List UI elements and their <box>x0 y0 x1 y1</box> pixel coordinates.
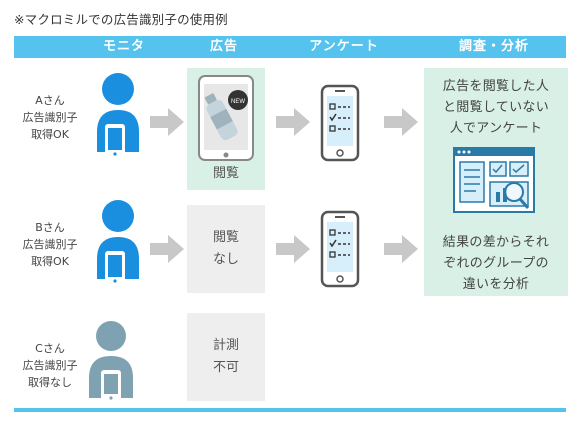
ad-not-viewed-line: なし <box>212 252 239 267</box>
arrow-right-icon <box>384 235 418 263</box>
ad-unmeasurable-label: 計測 不可 <box>187 335 265 379</box>
monitor-c-name: Cさん <box>35 342 65 355</box>
person-head <box>102 200 134 232</box>
ad-unmeasurable-line: 不可 <box>212 360 239 375</box>
monitor-c-id-label: 広告識別子 <box>22 359 78 372</box>
analysis-window-icon <box>453 147 535 213</box>
person-c-icon <box>89 321 133 402</box>
monitor-c-label: Cさん 広告識別子 取得なし <box>10 340 90 391</box>
analysis-bottom-text: 結果の差からそれ ぞれのグループの 違いを分析 <box>424 232 568 295</box>
ad-not-viewed-line: 閲覧 <box>212 230 239 245</box>
ad-panel-not-viewed <box>187 205 265 293</box>
bottom-divider <box>14 408 566 412</box>
smartphone-icon <box>105 124 125 158</box>
arrow-right-icon <box>276 235 310 263</box>
ad-not-viewed-label: 閲覧 なし <box>187 227 265 271</box>
monitor-b-label: Bさん 広告識別子 取得OK <box>10 219 90 270</box>
checklist-phone-icon <box>320 210 360 288</box>
analysis-top-text: 広告を閲覧した人 と閲覧していない 人でアンケート <box>424 76 568 139</box>
person-head <box>102 73 134 105</box>
ad-unmeasurable-line: 計測 <box>212 338 239 353</box>
figure-caption: ※マクロミルでの広告識別子の使用例 <box>14 12 228 27</box>
monitor-a-id-status: 取得OK <box>31 128 69 141</box>
person-a-icon <box>97 73 139 158</box>
arrow-right-icon <box>384 108 418 136</box>
analysis-bottom-line: 違いを分析 <box>462 277 530 292</box>
person-head <box>96 321 126 351</box>
analysis-bottom-line: ぞれのグループの <box>443 256 549 271</box>
smartphone-icon <box>101 370 121 402</box>
ad-panel-unmeasurable <box>187 313 265 401</box>
arrow-right-icon <box>150 235 184 263</box>
analysis-top-line: と閲覧していない <box>442 100 549 115</box>
checklist-phone-icon <box>320 84 360 162</box>
monitor-b-name: Bさん <box>35 221 65 234</box>
bottle-ad-icon: NEW <box>198 75 254 161</box>
header-survey: アンケート <box>309 39 379 54</box>
monitor-c-id-status: 取得なし <box>28 376 72 389</box>
arrow-right-icon <box>150 108 184 136</box>
monitor-a-id-label: 広告識別子 <box>22 111 78 124</box>
arrow-right-icon <box>276 108 310 136</box>
header-monitor: モニタ <box>102 39 145 54</box>
monitor-b-id-status: 取得OK <box>31 255 69 268</box>
header-ad: 広告 <box>209 39 238 54</box>
analysis-bottom-line: 結果の差からそれ <box>442 235 550 250</box>
ad-viewed-label: 閲覧 <box>212 166 239 181</box>
monitor-a-label: Aさん 広告識別子 取得OK <box>10 92 90 143</box>
monitor-b-id-label: 広告識別子 <box>22 238 78 251</box>
smartphone-icon <box>105 251 125 285</box>
new-badge: NEW <box>231 99 245 105</box>
analysis-top-line: 広告を閲覧した人 <box>442 79 550 94</box>
analysis-top-line: 人でアンケート <box>449 121 543 136</box>
person-b-icon <box>97 200 139 285</box>
monitor-a-name: Aさん <box>35 94 65 107</box>
column-header-bar: モニタ 広告 アンケート 調査・分析 <box>14 36 566 58</box>
header-analysis: 調査・分析 <box>458 39 529 54</box>
